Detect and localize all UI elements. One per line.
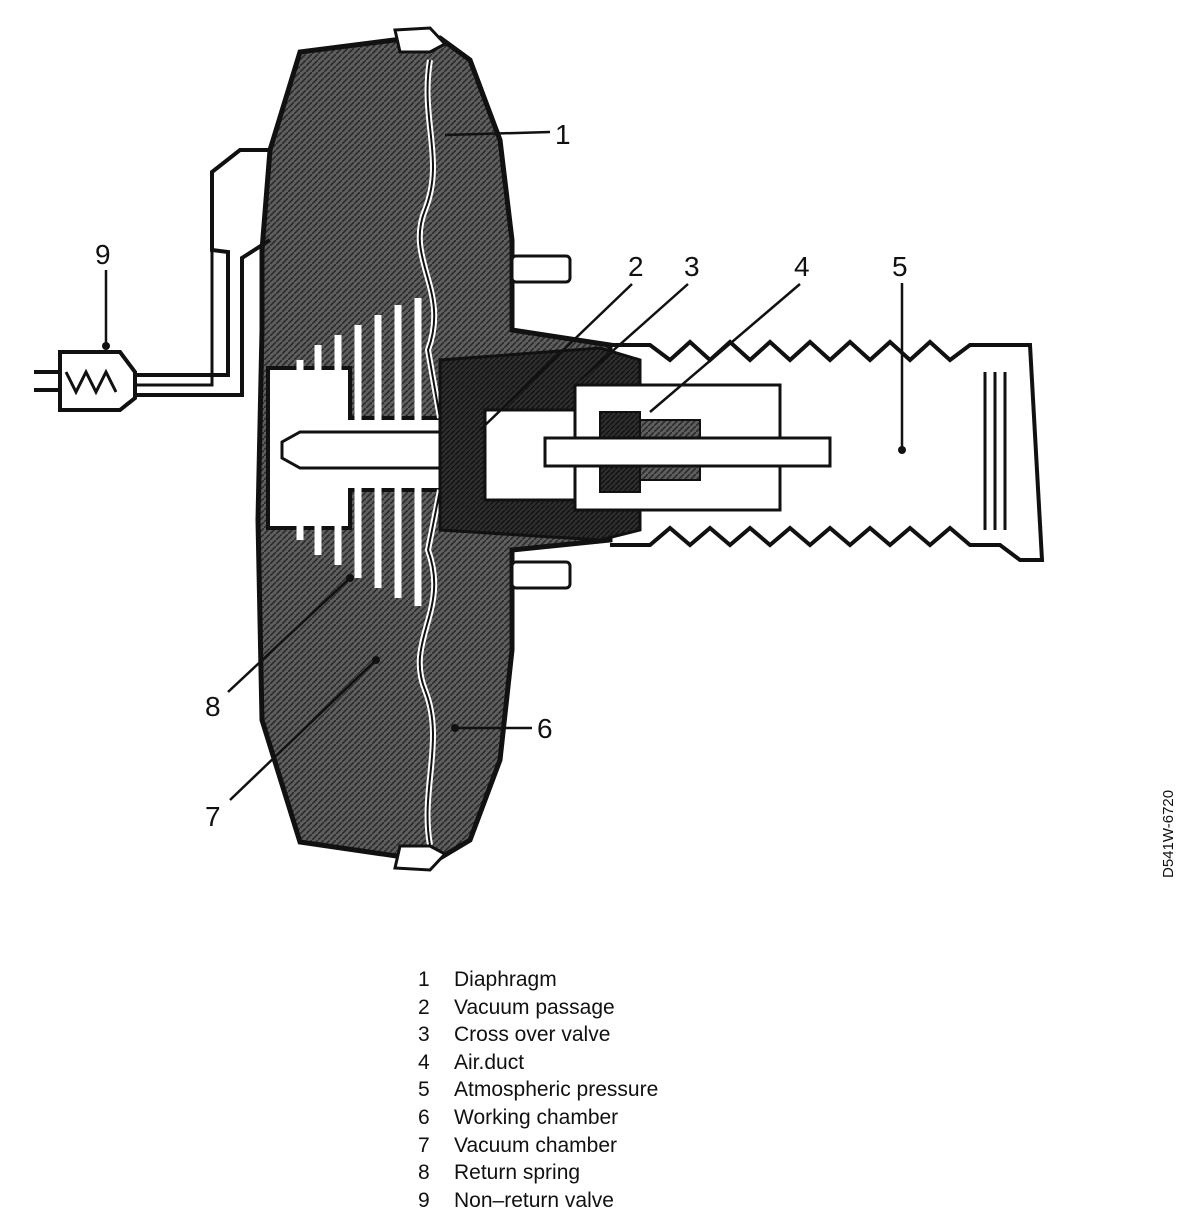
legend-number: 5: [418, 1078, 430, 1102]
legend-number: 4: [418, 1050, 430, 1074]
legend-number: 8: [418, 1161, 430, 1185]
legend-label: Air.duct: [454, 1050, 525, 1074]
callout-5: 5: [892, 251, 908, 282]
legend-label: Vacuum passage: [454, 995, 615, 1019]
top-flange: [393, 26, 448, 54]
legend-label: Vacuum chamber: [454, 1133, 618, 1157]
legend-label: Atmospheric pressure: [454, 1078, 659, 1102]
legend-number: 9: [418, 1188, 430, 1212]
non-return-valve-housing: [34, 350, 137, 412]
vacuum-hose: [128, 148, 272, 397]
leader-dots: [102, 342, 906, 732]
legend: 1 Diaphragm 2 Vacuum passage 3 Cross over v…: [418, 966, 658, 1214]
legend-number: 6: [418, 1105, 430, 1129]
callout-2: 2: [628, 251, 644, 282]
legend-label: Diaphragm: [454, 968, 557, 991]
legend-label: Return spring: [454, 1161, 581, 1185]
leader-2: [479, 283, 633, 431]
rubber-boot: [610, 339, 1045, 562]
leader-8: [227, 577, 351, 693]
legend-number: 2: [418, 995, 430, 1019]
callout-3: 3: [684, 251, 700, 282]
figure-code: D541W-6720: [1160, 789, 1177, 878]
leader-lines: [104, 130, 904, 801]
legend-item: 1 Diaphragm: [418, 966, 658, 994]
valve-body: [438, 346, 832, 542]
legend-label: Non–return valve: [454, 1188, 614, 1212]
boot-end-rings: [983, 372, 1007, 530]
callout-8: 8: [205, 691, 221, 722]
legend-item: 3 Cross over valve: [418, 1021, 658, 1049]
callout-6: 6: [537, 713, 553, 744]
legend-item: 9 Non–return valve: [418, 1187, 658, 1215]
legend-number: 7: [418, 1133, 430, 1157]
leader-7: [229, 659, 377, 801]
mounting-stud-bottom: [510, 560, 572, 590]
legend-item: 8 Return spring: [418, 1159, 658, 1187]
callout-1: 1: [555, 119, 571, 150]
legend-item: 4 Air.duct: [418, 1049, 658, 1077]
legend-item: 7 Vacuum chamber: [418, 1132, 658, 1160]
legend-label: Cross over valve: [454, 1023, 611, 1047]
legend-number: 3: [418, 1023, 430, 1047]
leader-3: [579, 283, 689, 381]
legend-number: 1: [418, 968, 430, 991]
mounting-stud-top: [510, 254, 572, 284]
leader-4: [649, 283, 801, 413]
callout-4: 4: [794, 251, 810, 282]
callout-7: 7: [205, 801, 221, 832]
legend-item: 6 Working chamber: [418, 1104, 658, 1132]
callout-9: 9: [95, 239, 111, 270]
bottom-flange: [393, 844, 448, 872]
legend-label: Working chamber: [454, 1105, 619, 1129]
leader-1: [444, 130, 551, 137]
legend-item: 5 Atmospheric pressure: [418, 1076, 658, 1104]
callout-numbers: 1 2 3 4 5 6 7 8 9: [95, 119, 908, 832]
legend-item: 2 Vacuum passage: [418, 994, 658, 1022]
